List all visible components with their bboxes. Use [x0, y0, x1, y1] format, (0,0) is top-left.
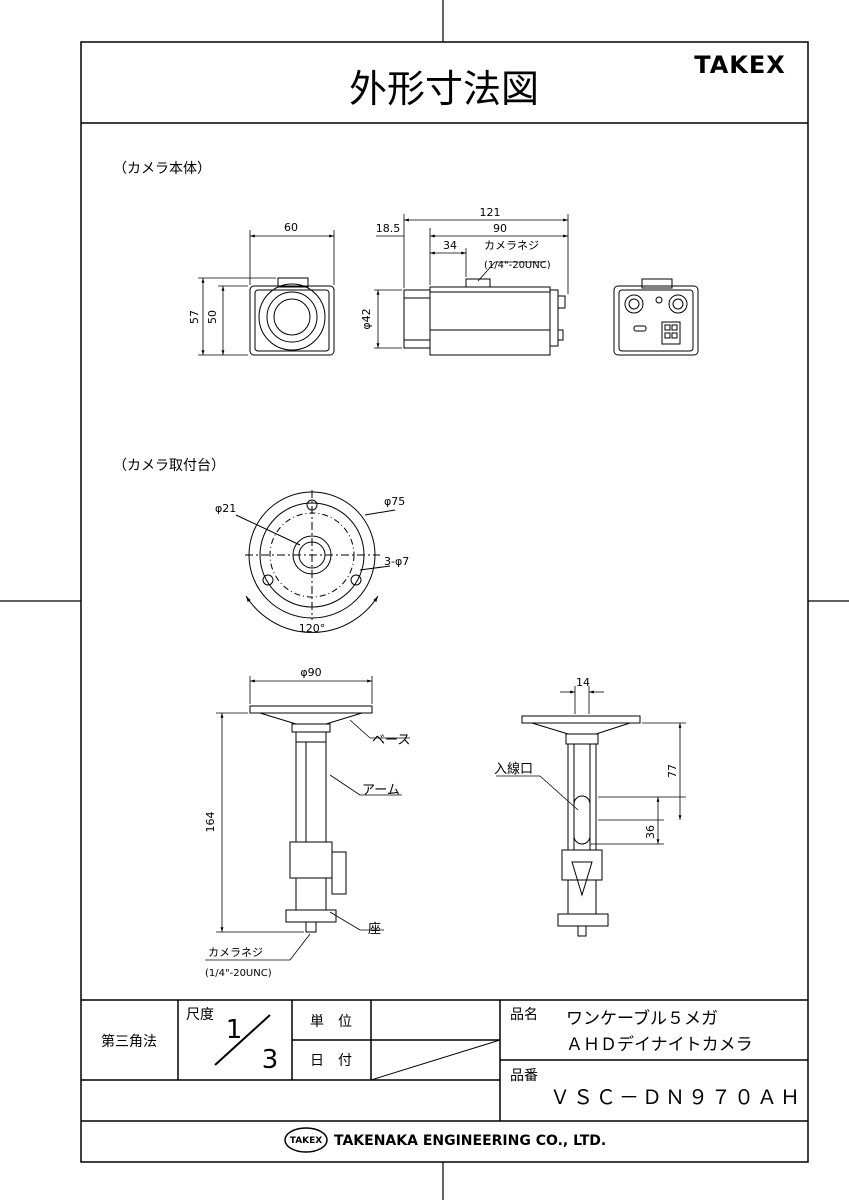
label-wire-inlet: 入線口: [494, 761, 533, 777]
product-no-label: 品番: [510, 1068, 538, 1084]
side-screw-spec: (1/4"-20UNC): [484, 260, 551, 271]
mount-screw-spec: (1/4"-20UNC): [205, 968, 272, 979]
dim-front-50: 50: [206, 310, 219, 324]
projection-method: 第三角法: [101, 1033, 157, 1050]
mount-side-dimensions: [205, 676, 410, 961]
unit-label: 単 位: [310, 1014, 352, 1030]
dim-side-phi42: φ42: [360, 308, 373, 329]
camera-front-view: [249, 277, 335, 356]
side-dimensions: [374, 214, 569, 349]
product-number: ＶＳＣ－ＤＮ９７０ＡＨ: [550, 1085, 803, 1109]
front-dimensions: [198, 230, 335, 356]
scale-denominator: 3: [262, 1045, 279, 1075]
dim-mount-phi21: φ21: [215, 502, 236, 515]
mount-side-view: [249, 705, 373, 933]
dim-mount2-36: 36: [644, 825, 657, 839]
dim-mount-phi90: φ90: [300, 666, 321, 679]
side-screw-label: カメラネジ: [484, 239, 539, 252]
product-name-label: 品名: [510, 1007, 538, 1023]
label-arm: アーム: [362, 783, 400, 798]
date-label: 日 付: [310, 1053, 352, 1069]
mount-side-view-2: [521, 715, 641, 937]
dim-side-34: 34: [443, 239, 457, 252]
sheet-border: [80, 41, 809, 1163]
mount-top-view: [235, 490, 396, 633]
brand-logo: TAKEX: [694, 51, 786, 79]
section-camera-body: （カメラ本体）: [113, 161, 211, 177]
scale-numerator: 1: [226, 1015, 243, 1045]
dim-mount2-77: 77: [666, 764, 679, 778]
product-name-line2: ＡＨＤデイナイトカメラ: [566, 1034, 753, 1055]
page-title: 外形寸法図: [349, 67, 539, 111]
scale-label: 尺度: [186, 1007, 214, 1023]
mount-side2-dimensions: [496, 686, 686, 845]
dim-side-121: 121: [480, 206, 501, 219]
company-name: TAKENAKA ENGINEERING CO., LTD.: [334, 1133, 606, 1149]
dim-side-18-5: 18.5: [376, 222, 401, 235]
camera-side-view: [403, 278, 566, 356]
company-logo-text: TAKEX: [290, 1136, 323, 1146]
dim-front-57: 57: [188, 310, 201, 324]
mount-screw-label: カメラネジ: [208, 946, 263, 959]
dim-front-width: 60: [284, 221, 298, 234]
dim-mount-angle: 120°: [299, 622, 326, 635]
dim-mount-phi75: φ75: [384, 495, 405, 508]
title-block-lines: [81, 999, 808, 1122]
dim-mount-holes: 3-φ7: [384, 555, 409, 568]
company-logo: TAKEX: [284, 1127, 328, 1153]
camera-rear-view: [613, 278, 699, 356]
dim-mount-164: 164: [204, 812, 217, 833]
dim-side-90: 90: [493, 222, 507, 235]
section-mount: （カメラ取付台）: [113, 458, 225, 474]
product-name-line1: ワンケーブル５メガ: [566, 1008, 718, 1029]
label-seat: 座: [368, 922, 381, 937]
label-base: ベース: [372, 733, 410, 748]
dim-mount2-14: 14: [576, 676, 590, 689]
